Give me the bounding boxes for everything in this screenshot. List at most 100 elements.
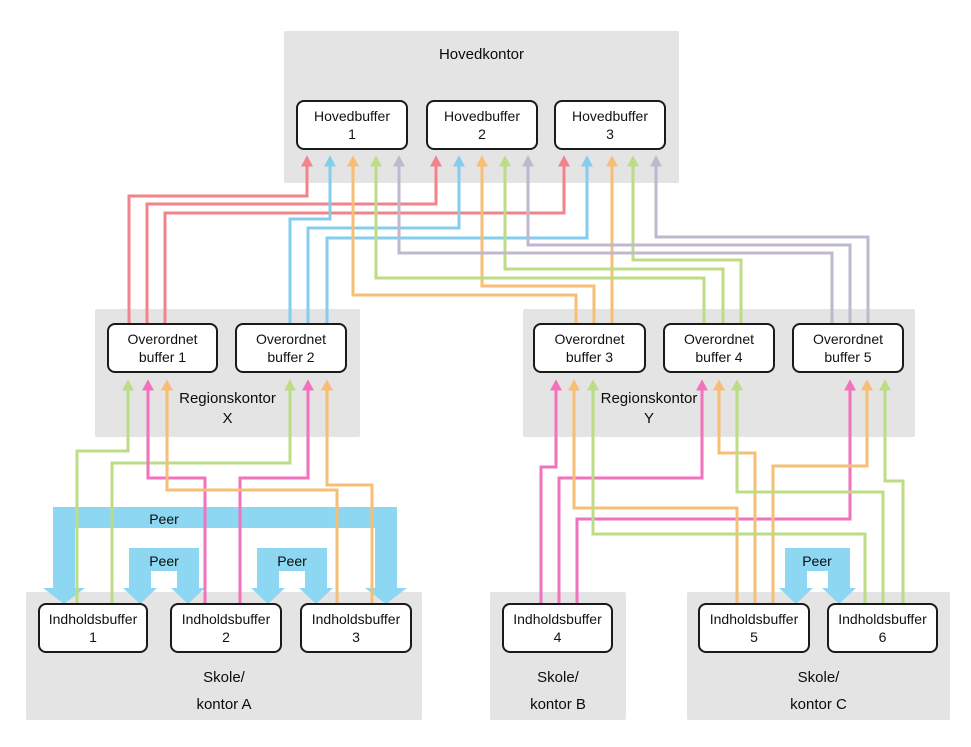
region-x-label-line2: X: [222, 410, 233, 427]
edge-ib1-ob2: [110, 379, 296, 604]
peer-bracket-ib2-ib3: [251, 548, 333, 604]
site-a-label-line2: kontor A: [196, 696, 252, 713]
edge-ob2-hb2: [306, 155, 465, 324]
node-label-line2: 2: [222, 629, 230, 645]
edge-ib6-ob5: [879, 379, 905, 604]
node-label-line2: 1: [348, 126, 356, 142]
edges-content-to-regional: [75, 379, 905, 604]
node-overordnet-buffer-1: Overordnet buffer 1: [107, 323, 218, 373]
edge-ib5-ob3: [568, 379, 739, 604]
node-label-line2: 1: [89, 629, 97, 645]
node-label-line1: Hovedbuffer: [313, 108, 390, 124]
node-label-line2: 4: [553, 629, 562, 645]
node-label-line2: 6: [878, 629, 887, 645]
node-label-line1: Overordnet: [255, 331, 327, 347]
site-b-label-line2: kontor B: [530, 696, 586, 713]
site-b-label-line1: Skole/: [537, 669, 579, 686]
edge-ob1-hb2: [145, 155, 442, 324]
edge-ob4-hb1: [370, 155, 706, 324]
node-indholdsbuffer-6: Indholdsbuffer 6: [827, 603, 938, 653]
edge-ob5-hb2: [522, 155, 852, 324]
region-x-label: Regionskontor X: [95, 389, 360, 429]
peer-label-text: Peer: [149, 511, 179, 527]
node-label-line1: Indholdsbuffer: [513, 611, 602, 627]
site-a-label-line1: Skole/: [203, 669, 245, 686]
peer-label-ib5-ib6: Peer: [777, 551, 857, 571]
edge-ib1-ob1: [75, 379, 134, 604]
edges-regional-to-head: [127, 155, 870, 324]
node-label-line1: Indholdsbuffer: [48, 611, 138, 627]
peer-label-band-a: Peer: [124, 509, 204, 529]
edge-ob5-hb1: [393, 155, 834, 324]
node-label-line2: buffer 2: [267, 349, 315, 365]
edge-ob2-hb1: [288, 155, 336, 324]
edge-ob2-hb3: [325, 155, 593, 324]
node-label-line2: buffer 1: [138, 349, 187, 365]
node-label-line1: Indholdsbuffer: [838, 611, 927, 627]
edge-ib6-ob4: [731, 379, 885, 604]
edge-ib2-ob1: [142, 379, 207, 604]
node-hovedbuffer-1: Hovedbuffer 1: [296, 100, 408, 150]
node-label-line1: Hovedbuffer: [443, 108, 520, 124]
peer-label-ib1-ib2: Peer: [124, 551, 204, 571]
edge-ib6-ob3: [587, 379, 867, 604]
node-indholdsbuffer-4: Indholdsbuffer 4: [502, 603, 613, 653]
region-y-label-line2: Y: [643, 410, 654, 427]
peer-bracket-ib5-ib6: [779, 548, 856, 604]
node-label-line2: buffer 3: [565, 349, 614, 365]
node-indholdsbuffer-5: Indholdsbuffer 5: [698, 603, 810, 653]
edge-ob4-hb2: [499, 155, 725, 324]
node-indholdsbuffer-2: Indholdsbuffer 2: [170, 603, 282, 653]
node-label-line1: Overordnet: [127, 331, 198, 347]
edge-ib3-ob2: [321, 379, 374, 604]
node-label-line2: buffer 4: [695, 349, 743, 365]
edge-ib4-ob4: [557, 379, 708, 604]
edge-ob3-hb1: [347, 155, 578, 324]
node-label-line1: Overordnet: [554, 331, 625, 347]
edge-ib4-ob3: [539, 379, 562, 604]
peer-label-text: Peer: [149, 553, 179, 569]
region-y-label: Regionskontor Y: [549, 389, 749, 429]
peer-band-site-a: [43, 507, 407, 604]
node-hovedbuffer-3: Hovedbuffer 3: [554, 100, 666, 150]
site-c-label-line2: kontor C: [790, 696, 847, 713]
node-hovedbuffer-2: Hovedbuffer 2: [426, 100, 538, 150]
edge-ob4-hb3: [627, 155, 743, 324]
node-label-line1: Overordnet: [812, 331, 884, 347]
node-label-line2: 3: [606, 126, 614, 142]
peer-bracket-ib1-ib2: [123, 548, 205, 604]
node-label-line1: Indholdsbuffer: [311, 611, 401, 627]
peer-label-text: Peer: [802, 553, 832, 569]
site-c-label: Skole/ kontor C: [687, 664, 950, 718]
edge-ib2-ob2: [238, 379, 314, 604]
site-a-label: Skole/ kontor A: [26, 664, 422, 718]
node-indholdsbuffer-3: Indholdsbuffer 3: [300, 603, 412, 653]
edge-ib4-ob5: [575, 379, 856, 604]
node-label-line2: 2: [478, 126, 486, 142]
edge-ob5-hb3: [650, 155, 870, 324]
edge-ob3-hb2: [476, 155, 596, 324]
node-overordnet-buffer-5: Overordnet buffer 5: [792, 323, 904, 373]
node-label-line2: 3: [352, 629, 360, 645]
edge-ob1-hb1: [127, 155, 313, 324]
node-label-line1: Indholdsbuffer: [709, 611, 799, 627]
head-office-title-text: Hovedkontor: [438, 46, 525, 63]
site-b-label: Skole/ kontor B: [490, 664, 626, 718]
peer-label-ib2-ib3: Peer: [252, 551, 332, 571]
edge-ob1-hb3: [163, 155, 570, 324]
edge-ib3-ob1: [161, 379, 339, 604]
region-x-label-line1: Regionskontor: [179, 390, 276, 407]
site-c-label-line1: Skole/: [797, 669, 840, 686]
node-label-line2: buffer 5: [824, 349, 872, 365]
node-overordnet-buffer-2: Overordnet buffer 2: [235, 323, 347, 373]
node-overordnet-buffer-4: Overordnet buffer 4: [663, 323, 775, 373]
node-label-line1: Hovedbuffer: [571, 108, 648, 124]
node-label-line1: Overordnet: [683, 331, 755, 347]
head-office-title: Hovedkontor: [284, 47, 679, 63]
node-overordnet-buffer-3: Overordnet buffer 3: [533, 323, 646, 373]
node-label-line1: Indholdsbuffer: [181, 611, 271, 627]
node-indholdsbuffer-1: Indholdsbuffer 1: [38, 603, 148, 653]
node-label-line2: 5: [750, 629, 758, 645]
